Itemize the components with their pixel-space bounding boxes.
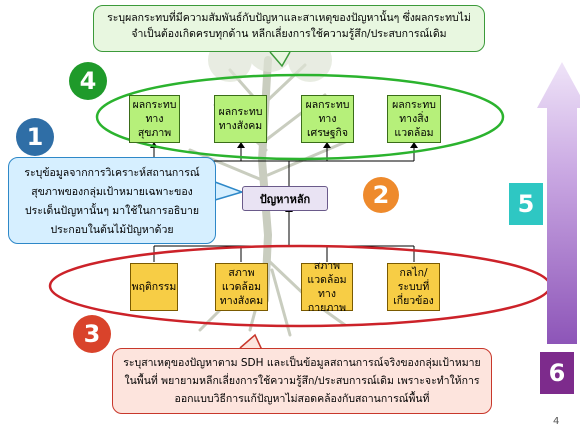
marker-1: 1 xyxy=(16,118,54,156)
impact-health: ผลกระทบทางสุขภาพ xyxy=(129,95,180,143)
marker-3: 3 xyxy=(73,315,111,353)
cause-physical-environment: สภาพแวดล้อมทางกายภาพ xyxy=(301,260,353,314)
marker-5: 5 xyxy=(509,183,543,225)
impacts-note: ระบุผลกระทบที่มีความสัมพันธ์กับปัญหาและส… xyxy=(93,5,485,52)
impact-economic: ผลกระทบทางเศรษฐกิจ xyxy=(301,95,354,143)
causes-note: ระบุสาเหตุของปัญหาตาม SDH และเป็นข้อมูลส… xyxy=(112,348,492,414)
main-problem-box: ปัญหาหลัก xyxy=(242,186,328,211)
cause-behavior: พฤติกรรม xyxy=(130,263,178,311)
marker-2: 2 xyxy=(363,177,399,213)
impact-social: ผลกระทบทางสังคม xyxy=(214,95,267,143)
page-number: 4 xyxy=(553,416,560,427)
cause-social-environment: สภาพแวดล้อมทางสังคม xyxy=(215,263,268,311)
marker-6: 6 xyxy=(540,352,574,394)
progress-arrow xyxy=(537,62,580,344)
situation-note: ระบุข้อมูลจากการวิเคราะห์สถานการณ์สุขภาพ… xyxy=(8,157,216,244)
cause-mechanisms: กลไก/ระบบที่เกี่ยวข้อง xyxy=(387,263,440,311)
impact-environment: ผลกระทบทางสิ่งแวดล้อม xyxy=(387,95,441,143)
marker-4: 4 xyxy=(69,62,107,100)
impacts-oval xyxy=(95,73,505,161)
causes-oval xyxy=(48,244,552,328)
